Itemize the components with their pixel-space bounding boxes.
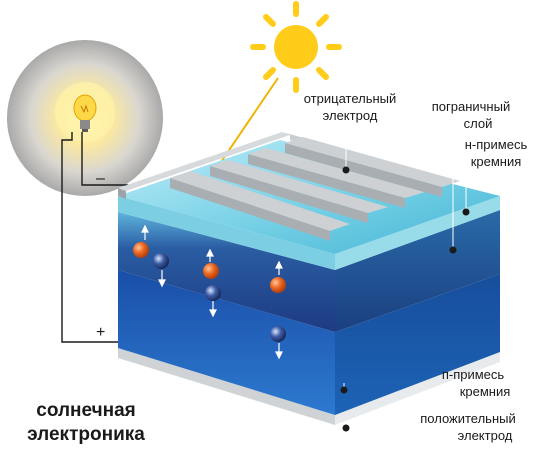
caption-line2: электроника [27, 424, 145, 445]
label-boundary-layer-line2: слой [464, 116, 493, 131]
label-n-type-line2: кремния [471, 154, 522, 169]
label-positive-electrode-line1: положительный [420, 411, 516, 426]
p-type-layer [118, 270, 500, 415]
boundary-layer [118, 196, 500, 270]
label-pointers [343, 110, 467, 390]
label-n-type-line1: н-примесь [465, 137, 528, 152]
sun-icon [250, 1, 342, 93]
terminal-minus: – [96, 170, 105, 187]
label-negative-electrode-line1: отрицательный [304, 91, 397, 106]
label-dots [340, 166, 470, 432]
circuit-wire [61, 132, 128, 343]
hole-particle [133, 242, 286, 293]
negative-electrode-grid [118, 132, 460, 241]
terminal-plus: + [96, 324, 105, 341]
label-p-type-line2: кремния [460, 384, 511, 399]
n-type-layer [118, 210, 500, 332]
caption-line1: солнечная [36, 400, 136, 421]
label-boundary-layer-line1: пограничный [432, 99, 510, 114]
label-positive-electrode-line2: электрод [458, 428, 513, 443]
positive-electrode-plate [118, 348, 500, 425]
charge-carriers [141, 224, 283, 360]
label-p-type-line1: п-примесь [442, 367, 505, 382]
label-negative-electrode-line2: электрод [323, 108, 378, 123]
light-bulb-icon [7, 40, 163, 196]
electron-particle [153, 253, 286, 342]
